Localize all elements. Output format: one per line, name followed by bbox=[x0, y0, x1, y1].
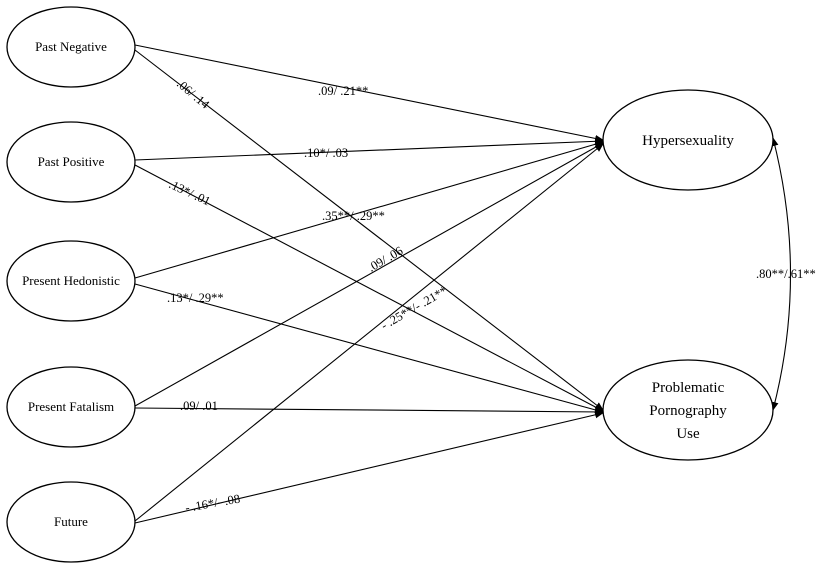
edge-future-to-hypersexuality bbox=[134, 143, 604, 522]
node-future: Future bbox=[6, 481, 136, 563]
node-hypersexuality: Hypersexuality bbox=[602, 89, 774, 191]
node-present-hedonistic: Present Hedonistic bbox=[6, 240, 136, 322]
edge-label-present-hedonistic-ppu: .13*/ .29** bbox=[167, 291, 224, 305]
edge-past-negative-to-ppu bbox=[134, 49, 604, 411]
node-problematic-pornography-use: Problematic Pornography Use bbox=[602, 359, 774, 461]
node-ppu-label-line2: Pornography bbox=[649, 403, 727, 419]
edge-hypersexuality-ppu-correlation bbox=[771, 137, 791, 411]
node-past-positive-label: Past Positive bbox=[38, 154, 105, 169]
edge-future-to-ppu bbox=[134, 411, 604, 524]
node-present-hedonistic-label: Present Hedonistic bbox=[22, 273, 120, 288]
edge-label-present-fatalism-hypersexuality: .09/ .06 bbox=[366, 244, 406, 275]
edge-present-hedonistic-to-hypersexuality bbox=[134, 140, 604, 279]
edge-present-hedonistic-to-ppu bbox=[134, 283, 604, 414]
node-hypersexuality-label: Hypersexuality bbox=[642, 133, 734, 149]
node-future-label: Future bbox=[54, 514, 88, 529]
edge-past-positive-to-ppu bbox=[134, 164, 604, 412]
edge-label-hypersexuality-ppu-correlation: .80**/.61** bbox=[756, 267, 816, 281]
edge-present-fatalism-to-ppu bbox=[134, 407, 604, 416]
edge-label-past-positive-hypersexuality: .10*/ .03 bbox=[304, 146, 348, 160]
edge-label-present-hedonistic-hypersexuality: .35**/ .29** bbox=[322, 209, 385, 223]
node-ppu-label-line3: Use bbox=[676, 426, 700, 442]
node-past-positive: Past Positive bbox=[6, 121, 136, 203]
node-past-negative: Past Negative bbox=[6, 6, 136, 88]
edge-past-negative-to-hypersexuality bbox=[134, 44, 604, 142]
edge-label-past-negative-ppu: .06/ .14 bbox=[174, 77, 213, 113]
edge-past-positive-to-hypersexuality bbox=[134, 137, 604, 161]
node-present-fatalism-label: Present Fatalism bbox=[28, 399, 114, 414]
edge-label-past-positive-ppu: .13*/ .01 bbox=[167, 177, 213, 208]
node-ppu-label-line1: Problematic bbox=[652, 380, 725, 396]
edge-label-present-fatalism-ppu: .09/ .01 bbox=[180, 399, 218, 413]
edge-present-fatalism-to-hypersexuality bbox=[134, 142, 604, 407]
edge-label-future-ppu: - .16*/- .08 bbox=[184, 492, 241, 515]
node-present-fatalism: Present Fatalism bbox=[6, 366, 136, 448]
edge-label-past-negative-hypersexuality: .09/ .21** bbox=[318, 84, 368, 98]
node-past-negative-label: Past Negative bbox=[35, 39, 107, 54]
